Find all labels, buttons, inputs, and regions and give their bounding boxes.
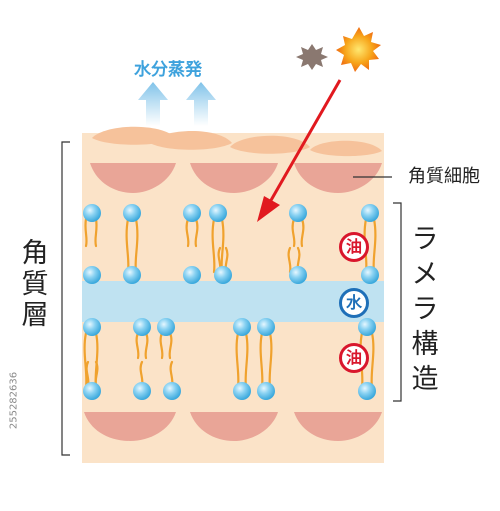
corneocyte [150,130,232,150]
lipid-head [233,318,251,336]
uv-arrow-shaft [268,79,342,203]
oil-badge-top: 油 [339,232,369,262]
corneocytes-bottom [84,412,382,441]
lipid-head [233,382,251,400]
dark-star-icon [296,44,328,70]
lipid-head [289,266,307,284]
corneocyte [230,135,310,154]
stratum-corneum-label: 角質層 [21,238,49,331]
lipid-head [183,266,201,284]
lipid-head [358,382,376,400]
lipid-head [83,382,101,400]
lamellar-bracket [393,202,402,402]
lipid-head [183,204,201,222]
lipid-head [358,318,376,336]
uv-arrow-head [257,196,280,222]
evaporation-label: 水分蒸発 [134,60,202,80]
corneocyte [190,163,278,193]
up-arrow-icon [138,82,168,126]
corneocyte [310,140,382,157]
corneocyte [84,412,176,441]
corneocyte-label: 角質細胞 [408,166,480,187]
lipid-head [83,204,101,222]
lipid-head [157,318,175,336]
water-layer [82,281,384,322]
sun-icon [336,27,381,72]
stratum-bracket [61,141,70,456]
lipid-head [361,204,379,222]
corneocytes-top [90,126,382,193]
oil-badge-bottom: 油 [339,343,369,373]
lipid-head [163,382,181,400]
lipid-head [257,318,275,336]
uv-rays [257,27,381,222]
lipid-head [123,266,141,284]
watermark-id: 255282636 [8,371,20,430]
corneocyte [90,163,176,193]
water-badge: 水 [339,288,369,318]
lipid-heads [83,204,379,400]
lipid-head [289,204,307,222]
lipid-head [133,318,151,336]
lipid-head [214,266,232,284]
corneocyte [190,412,278,441]
evaporation-arrows [138,82,216,126]
lamellar-diagram [61,27,402,463]
lipid-head [257,382,275,400]
lipid-head [133,382,151,400]
lamellar-structure-label: ラメラ構造 [411,224,439,395]
up-arrow-icon [186,82,216,126]
lipid-head [83,266,101,284]
corneocyte [294,163,382,193]
corneocyte [294,412,382,441]
lipid-head [83,318,101,336]
lipid-head [123,204,141,222]
lipid-head [361,266,379,284]
lipid-head [209,204,227,222]
